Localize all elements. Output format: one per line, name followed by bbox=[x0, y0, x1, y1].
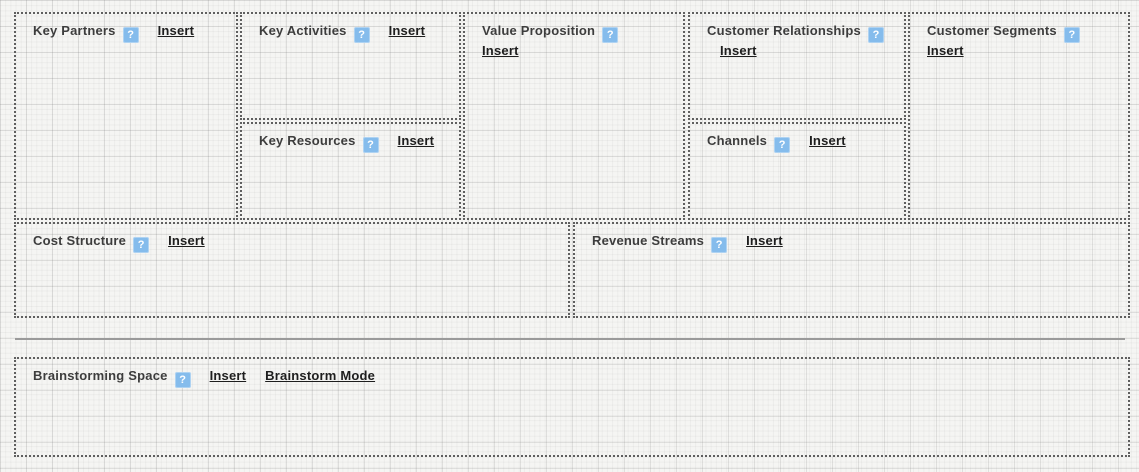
section-key-activities: Key Activities? Insert bbox=[240, 12, 461, 120]
help-icon[interactable]: ? bbox=[1063, 27, 1080, 43]
brainstorming-insert-link[interactable]: Insert bbox=[209, 368, 247, 383]
section-divider bbox=[15, 338, 1125, 340]
section-channels: Channels? Insert bbox=[688, 122, 906, 220]
revenue-streams-title: Revenue Streams bbox=[592, 233, 705, 248]
help-icon[interactable]: ? bbox=[711, 237, 728, 253]
section-brainstorming-space: Brainstorming Space? Insert Brainstorm Mod… bbox=[14, 357, 1130, 457]
customer-segments-title: Customer Segments bbox=[927, 23, 1057, 38]
help-icon[interactable]: ? bbox=[362, 137, 379, 153]
key-resources-insert-link[interactable]: Insert bbox=[397, 133, 435, 148]
section-cost-structure: Cost Structure? Insert bbox=[14, 222, 570, 318]
key-partners-insert-link[interactable]: Insert bbox=[157, 23, 195, 38]
help-icon[interactable]: ? bbox=[133, 237, 150, 253]
customer-relationships-insert-link[interactable]: Insert bbox=[720, 43, 757, 58]
help-icon[interactable]: ? bbox=[122, 27, 139, 43]
channels-insert-link[interactable]: Insert bbox=[809, 133, 846, 148]
key-activities-insert-link[interactable]: Insert bbox=[388, 23, 426, 38]
revenue-streams-insert-link[interactable]: Insert bbox=[746, 233, 783, 248]
section-revenue-streams: Revenue Streams? Insert bbox=[573, 222, 1130, 318]
value-proposition-title: Value Proposition bbox=[482, 23, 596, 38]
section-value-proposition: Value Proposition? Insert bbox=[463, 12, 685, 220]
section-key-partners: Key Partners? Insert bbox=[14, 12, 238, 220]
channels-title: Channels bbox=[707, 133, 768, 148]
section-key-resources: Key Resources? Insert bbox=[240, 122, 461, 220]
cost-structure-insert-link[interactable]: Insert bbox=[168, 233, 205, 248]
customer-segments-insert-link[interactable]: Insert bbox=[927, 43, 964, 58]
help-icon[interactable]: ? bbox=[602, 27, 619, 43]
help-icon[interactable]: ? bbox=[774, 137, 791, 153]
key-activities-title: Key Activities bbox=[259, 23, 347, 38]
brainstorm-mode-link[interactable]: Brainstorm Mode bbox=[265, 368, 376, 383]
help-icon[interactable]: ? bbox=[867, 27, 884, 43]
help-icon[interactable]: ? bbox=[353, 27, 370, 43]
brainstorming-space-title: Brainstorming Space bbox=[33, 368, 168, 383]
help-icon[interactable]: ? bbox=[174, 372, 191, 388]
key-resources-title: Key Resources bbox=[259, 133, 356, 148]
section-customer-relationships: Customer Relationships? Insert bbox=[688, 12, 906, 120]
customer-relationships-title: Customer Relationships bbox=[707, 23, 861, 38]
key-partners-title: Key Partners bbox=[33, 23, 116, 38]
cost-structure-title: Cost Structure bbox=[33, 233, 127, 248]
value-proposition-insert-link[interactable]: Insert bbox=[482, 43, 519, 58]
section-customer-segments: Customer Segments? Insert bbox=[908, 12, 1130, 220]
